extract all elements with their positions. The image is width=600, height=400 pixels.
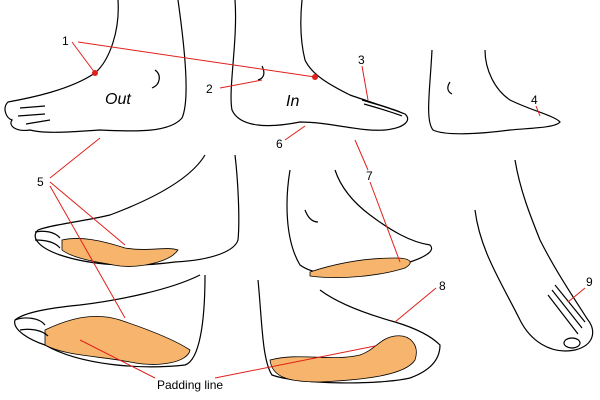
padding-shape-3 xyxy=(309,257,411,278)
toes-out xyxy=(17,105,51,125)
big-toe-top-view xyxy=(563,337,581,349)
label-5: 5 xyxy=(37,175,44,189)
label-padding-line: Padding line xyxy=(157,378,223,392)
padding-shape-1 xyxy=(61,238,179,267)
label-2: 2 xyxy=(206,82,213,96)
padding-shape-2 xyxy=(44,315,191,365)
label-6: 6 xyxy=(276,137,283,151)
label-9: 9 xyxy=(586,275,593,289)
toes-2 xyxy=(14,317,49,337)
ankle-bone-out xyxy=(151,69,160,89)
label-in: In xyxy=(286,93,299,110)
foot-outline-top-view xyxy=(474,159,594,352)
foot-outline-plain xyxy=(428,49,561,135)
foot-outline-side-top xyxy=(34,154,240,266)
ankle-bone-plain xyxy=(447,81,453,95)
ankle-bone-in xyxy=(257,65,265,81)
marker-dot xyxy=(312,74,318,80)
leader-lines xyxy=(49,41,586,379)
label-7: 7 xyxy=(366,169,373,183)
ankle-bone-middle xyxy=(304,209,319,223)
foot-outline-side-bottom xyxy=(14,274,206,368)
big-toe-in xyxy=(361,99,403,117)
foot-outline-middle xyxy=(286,169,433,275)
label-3: 3 xyxy=(358,53,365,67)
foot-outline-in xyxy=(230,0,409,131)
marker-dot xyxy=(92,70,98,76)
padding-shape-4 xyxy=(269,335,417,383)
label-out: Out xyxy=(105,91,131,108)
toes-top-view xyxy=(547,284,586,335)
label-4: 4 xyxy=(531,93,538,107)
toes-1 xyxy=(34,230,61,249)
label-8: 8 xyxy=(439,279,446,293)
foot-outline-out xyxy=(4,0,187,133)
label-1: 1 xyxy=(62,34,69,48)
